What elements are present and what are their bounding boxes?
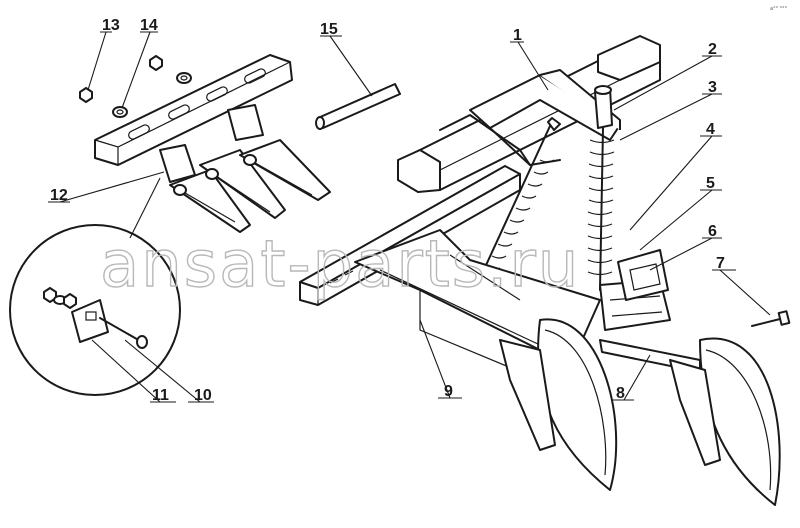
callout-9: 9	[444, 383, 453, 400]
callout-8: 8	[616, 385, 625, 402]
callout-14: 14	[140, 17, 158, 34]
rod-15	[315, 83, 401, 130]
nuts-washers-13-14	[79, 55, 192, 118]
callout-7: 7	[716, 255, 725, 272]
spring-right	[587, 85, 615, 291]
tine-arms	[169, 139, 331, 233]
callout-12: 12	[50, 187, 68, 204]
callout-11: 11	[152, 387, 169, 404]
callout-4: 4	[706, 121, 715, 138]
leader-lines	[48, 31, 771, 403]
callout-10: 10	[194, 387, 212, 404]
watermark-text: ansat-parts.ru	[100, 228, 580, 302]
bolt-7	[751, 310, 791, 327]
corner-note: a°° °°°	[770, 6, 788, 12]
callout-15: 15	[320, 21, 338, 38]
callout-13: 13	[102, 17, 120, 34]
clamp-brackets	[159, 104, 264, 183]
callout-6: 6	[708, 223, 717, 240]
callout-3: 3	[708, 79, 717, 96]
plough-body-left	[499, 318, 618, 491]
callout-2: 2	[708, 41, 717, 58]
plough-body-right	[669, 337, 781, 506]
frame-beam	[299, 165, 521, 306]
square-cross-beam	[397, 35, 661, 193]
clamp-5-6	[617, 249, 669, 301]
callout-1: 1	[513, 27, 522, 44]
slotted-plate	[94, 54, 293, 166]
callout-5: 5	[706, 175, 715, 192]
detail-circle	[9, 177, 181, 396]
